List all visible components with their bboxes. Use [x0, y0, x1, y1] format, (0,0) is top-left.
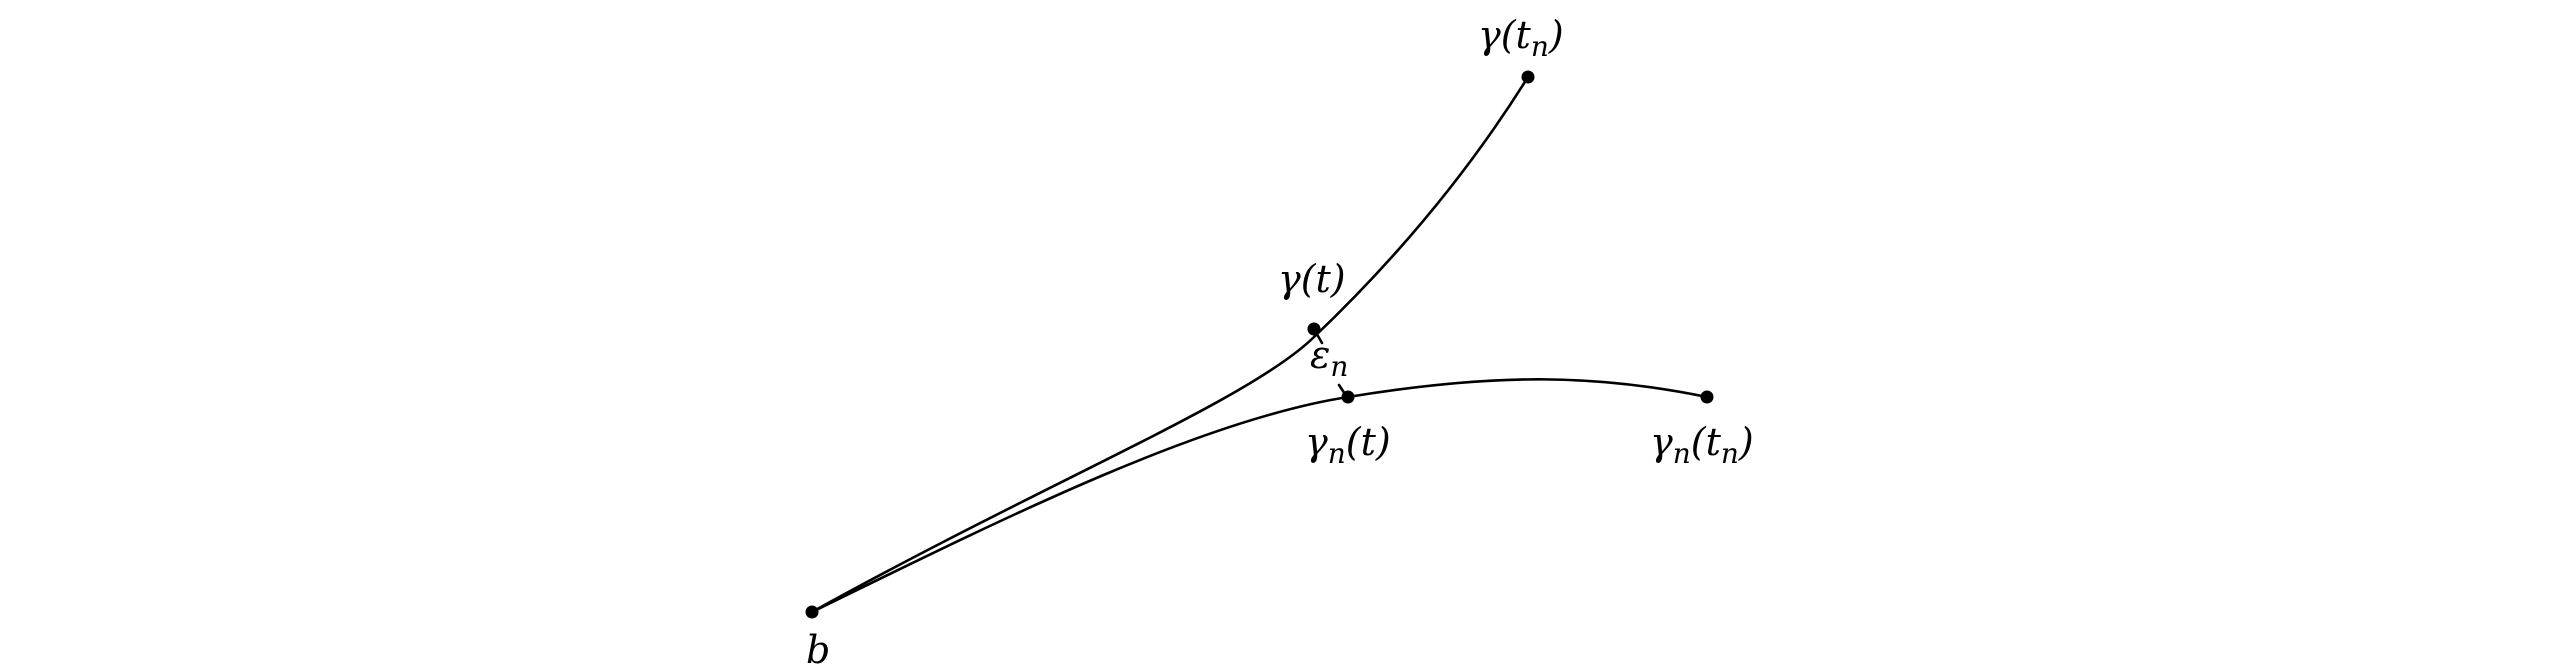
point-gamma-n-t: [1341, 390, 1355, 404]
label-gamma-tn: γ(tn): [1478, 13, 1564, 63]
label-gamma-n-tn-sub2: n: [1721, 437, 1739, 470]
curve-gamma-n: [810, 378, 1709, 614]
label-epsilon-sub: n: [1330, 350, 1348, 383]
label-epsilon-main: ε: [1310, 333, 1330, 377]
label-gamma-tn-pre: γ(t: [1478, 13, 1532, 57]
label-gamma-tn-sub: n: [1531, 30, 1549, 63]
point-b: [805, 605, 819, 619]
label-gamma-n-t-sub: n: [1328, 437, 1346, 470]
point-gamma-tn: [1521, 70, 1535, 84]
label-gamma-n-t: γn(t): [1305, 420, 1391, 470]
point-gamma-t: [1307, 322, 1321, 336]
label-b: b: [806, 628, 830, 672]
label-gamma-tn-post: ): [1548, 13, 1564, 57]
label-gamma-n-t-post: (t): [1346, 420, 1391, 464]
label-epsilon-n: εn: [1310, 333, 1348, 383]
label-gamma-n-tn-post2: ): [1738, 420, 1754, 464]
curve-gamma: [810, 75, 1530, 614]
label-gamma-n-tn: γn(tn): [1650, 420, 1754, 470]
label-gamma-n-tn-post1: (t: [1691, 420, 1722, 464]
label-gamma-t: γ(t): [1278, 257, 1346, 301]
point-gamma-n-tn: [1700, 390, 1714, 404]
label-gamma-n-tn-sub: n: [1673, 437, 1691, 470]
label-gamma-n-tn-main: γ: [1650, 420, 1673, 464]
label-gamma-n-t-main: γ: [1305, 420, 1328, 464]
